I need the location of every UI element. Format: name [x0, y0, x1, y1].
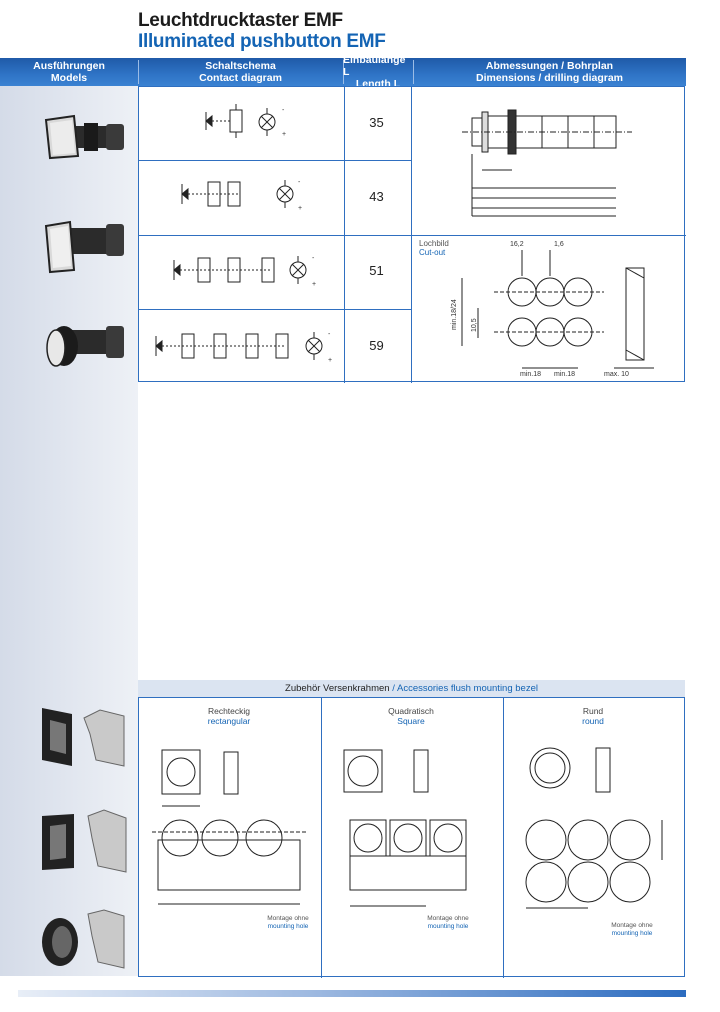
length-value-row-3: 51	[369, 263, 384, 278]
svg-text:-: -	[312, 255, 315, 262]
contact-diagram-1: - +	[205, 104, 286, 138]
svg-text:+: +	[328, 357, 332, 364]
header-contact-de: Schaltschema	[205, 60, 276, 72]
accessory-type-rectangular-en: rectangular	[207, 716, 251, 726]
svg-text:+: +	[282, 131, 286, 138]
footer-bar	[18, 990, 686, 997]
page-title: Leuchtdrucktaster EMF	[138, 10, 343, 31]
header-length: Einbaulänge L Length L	[343, 54, 413, 90]
header-dimensions: Abmessungen / Bohrplan Dimensions / dril…	[413, 58, 686, 86]
header-contact-en: Contact diagram	[199, 72, 282, 84]
mounting-note-round-en: mounting hole	[611, 930, 653, 937]
cutout-dim-thickness: max. 10	[604, 371, 629, 378]
header-models-en: Models	[50, 72, 88, 84]
table-divider	[321, 698, 322, 978]
svg-text:-: -	[328, 331, 331, 338]
table-header: Ausführungen Models Schaltschema Contact…	[0, 54, 686, 90]
accessory-type-square-en: Square	[397, 716, 425, 726]
accessory-type-round-de: Rund	[582, 706, 604, 716]
header-models: Ausführungen Models	[0, 58, 138, 86]
header-divider	[343, 60, 344, 84]
contact-table	[138, 86, 686, 383]
svg-text:+: +	[298, 205, 302, 212]
cutout-label-de: Lochbild	[419, 239, 449, 248]
accessories-table	[138, 697, 685, 978]
table-divider	[139, 309, 411, 310]
header-dimensions-en: Dimensions / drilling diagram	[475, 72, 624, 84]
cutout-dim-height: min.18/24	[451, 299, 458, 330]
length-value-row-4: 59	[369, 338, 384, 353]
model-rectangular-button-image	[44, 220, 124, 274]
header-contact: Schaltschema Contact diagram	[138, 58, 343, 86]
table-divider	[503, 698, 504, 978]
table-divider	[139, 235, 686, 236]
bezel-rectangular-image	[42, 708, 125, 767]
header-models-de: Ausführungen	[33, 60, 105, 72]
accessory-type-square-de: Quadratisch	[388, 706, 434, 716]
cutout-dim-offset: 1,6	[554, 241, 564, 248]
bezel-round-drawing	[525, 747, 663, 909]
accessory-type-square: Quadratisch Square	[321, 706, 501, 726]
accessory-type-rectangular-de: Rechteckig	[207, 706, 251, 716]
page-subtitle: Illuminated pushbutton EMF	[138, 31, 386, 52]
mounting-note-round-de: Montage ohne	[611, 922, 653, 929]
mounting-note-square: Montage ohne mounting hole	[408, 915, 488, 931]
length-value-row-1: 35	[369, 115, 384, 130]
cutout-label-en: Cut-out	[419, 248, 446, 257]
bezel-round-image	[42, 909, 125, 969]
header-length-de: Einbaulänge L	[343, 54, 406, 78]
cutout-dim-diameter: 16,2	[510, 241, 524, 248]
cutout-drawing: 16,2 1,6 min.18/24 10,5 min.18 min.18 ma…	[451, 241, 654, 378]
mounting-note-rectangular-de: Montage ohne	[267, 915, 309, 922]
model-square-button-image	[44, 114, 124, 160]
cutout-label: Lochbild Cut-out	[419, 239, 449, 257]
cutout-dim-pitch: 10,5	[471, 318, 478, 332]
length-value-row-2: 43	[369, 189, 384, 204]
mounting-note-rectangular-en: mounting hole	[267, 923, 309, 930]
header-divider	[138, 60, 139, 84]
svg-text:-: -	[298, 179, 301, 186]
bezel-square-image	[42, 809, 127, 873]
svg-text:-: -	[282, 107, 285, 114]
cutout-dim-width-1: min.18	[520, 371, 541, 378]
mounting-note-rectangular: Montage ohne mounting hole	[248, 915, 328, 931]
header-dimensions-de: Abmessungen / Bohrplan	[485, 60, 614, 72]
dimension-drawing	[462, 109, 632, 217]
cutout-dim-width-2: min.18	[554, 371, 575, 378]
header-divider	[413, 60, 414, 84]
model-round-button-image	[46, 326, 124, 367]
bezel-square-drawing	[343, 749, 467, 907]
accessories-header-de: Zubehör Versenkrahmen	[285, 683, 390, 694]
accessories-header: Zubehör Versenkrahmen / Accessories flus…	[138, 680, 685, 697]
svg-text:+: +	[312, 281, 316, 288]
mounting-note-square-de: Montage ohne	[427, 915, 469, 922]
contact-diagram-2: - +	[181, 179, 302, 212]
accessory-type-round-en: round	[582, 716, 604, 726]
accessory-type-rectangular: Rechteckig rectangular	[139, 706, 319, 726]
header-length-en: Length L	[355, 78, 401, 90]
contact-diagram-4: - +	[155, 331, 332, 364]
bezel-rectangular-drawing	[152, 749, 308, 905]
mounting-note-square-en: mounting hole	[427, 923, 469, 930]
mounting-note-round: Montage ohne mounting hole	[592, 922, 672, 938]
accessory-type-round: Rund round	[503, 706, 683, 726]
accessories-header-en: Accessories flush mounting bezel	[396, 683, 538, 694]
table-divider	[139, 160, 411, 161]
accessories-header-sep: /	[389, 683, 397, 694]
contact-diagram-3: - +	[173, 255, 316, 288]
